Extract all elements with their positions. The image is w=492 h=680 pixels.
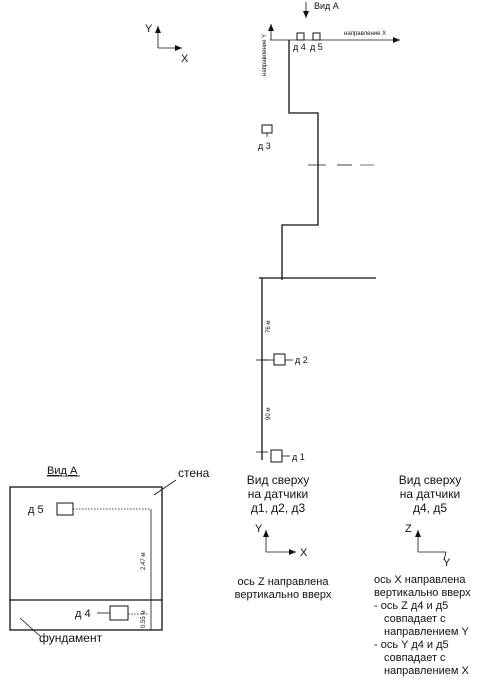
- note1-axis-x: X: [300, 547, 308, 559]
- note2-desc3: - ось Z д4 и д5: [374, 600, 448, 612]
- note1-line1: Вид сверху: [247, 473, 310, 487]
- direction-x-label: направление X: [344, 31, 386, 37]
- note2-desc2: вертикально вверх: [374, 587, 471, 599]
- dim-foundation: 0.55 м: [141, 611, 147, 628]
- sensor-d5-top-label: д 5: [310, 42, 323, 52]
- sensor-d4-top: [296, 32, 305, 41]
- note2-axis-y-tick: [443, 551, 447, 561]
- sensor-d4-view-label: д 4: [75, 608, 91, 620]
- note2-desc1: ось X направлена: [374, 574, 466, 586]
- sensor-d4-view: [109, 605, 129, 621]
- sensor-d5-view-label: д 5: [28, 504, 44, 516]
- note1-desc1: ось Z направлена: [238, 576, 330, 588]
- note2-line1: Вид сверху: [399, 473, 462, 487]
- dim-upper: 76 м: [266, 321, 272, 333]
- note1-line3: д1, д2, д3: [251, 501, 306, 515]
- note2-desc8: направлением X: [384, 665, 469, 677]
- building-outline: [281, 40, 319, 280]
- note2-desc5: направлением Y: [384, 626, 469, 638]
- sensor-d5-view: [56, 502, 74, 516]
- dim-lower: 90 м: [266, 408, 272, 420]
- note2-axis-z: Z: [405, 523, 412, 535]
- wall-label: стена: [178, 466, 210, 480]
- sensor-d3: [261, 124, 273, 134]
- note1-axis-y: Y: [255, 523, 263, 535]
- note-d4-d5: Вид сверху на датчики д4, д5 Z Y ось X н…: [374, 473, 471, 677]
- sensor-d3-label: д 3: [258, 141, 271, 151]
- view-a-frame: [9, 486, 163, 631]
- note2-desc7: совпадает с: [384, 652, 446, 664]
- note1-line2: на датчики: [248, 487, 308, 501]
- note2-axis-y: Y: [443, 557, 451, 569]
- note2-line2: на датчики: [400, 487, 460, 501]
- sensor-d2-label: д 2: [295, 355, 308, 365]
- dim-wall-height: 2.47 м: [141, 553, 147, 570]
- note2-line3: д4, д5: [413, 501, 447, 515]
- note2-desc6: - ось Y д4 и д5: [374, 639, 449, 651]
- foundation-leader: [19, 617, 41, 637]
- sensor-d1: [270, 449, 283, 463]
- note2-desc4: совпадает с: [384, 613, 446, 625]
- view-a-title: Вид А: [47, 465, 78, 477]
- sensor-d2: [273, 353, 286, 366]
- sensor-d1-label: д 1: [292, 452, 305, 462]
- foundation-label: фундамент: [39, 631, 103, 645]
- view-a-top-label: Вид А: [314, 1, 339, 11]
- sensor-d4-top-label: д 4: [293, 42, 306, 52]
- axis-y-label: Y: [145, 23, 153, 35]
- axis-x-label: X: [181, 53, 189, 65]
- note1-desc2: вертикально вверх: [235, 589, 332, 601]
- top-axes-symbol: Y X: [145, 23, 189, 65]
- wall-leader: [153, 479, 177, 496]
- direction-y-label: направление Y: [262, 34, 268, 76]
- sensor-d5-top: [312, 32, 321, 41]
- note-d1-d3: Вид сверху на датчики д1, д2, д3 Y X ось…: [235, 473, 332, 601]
